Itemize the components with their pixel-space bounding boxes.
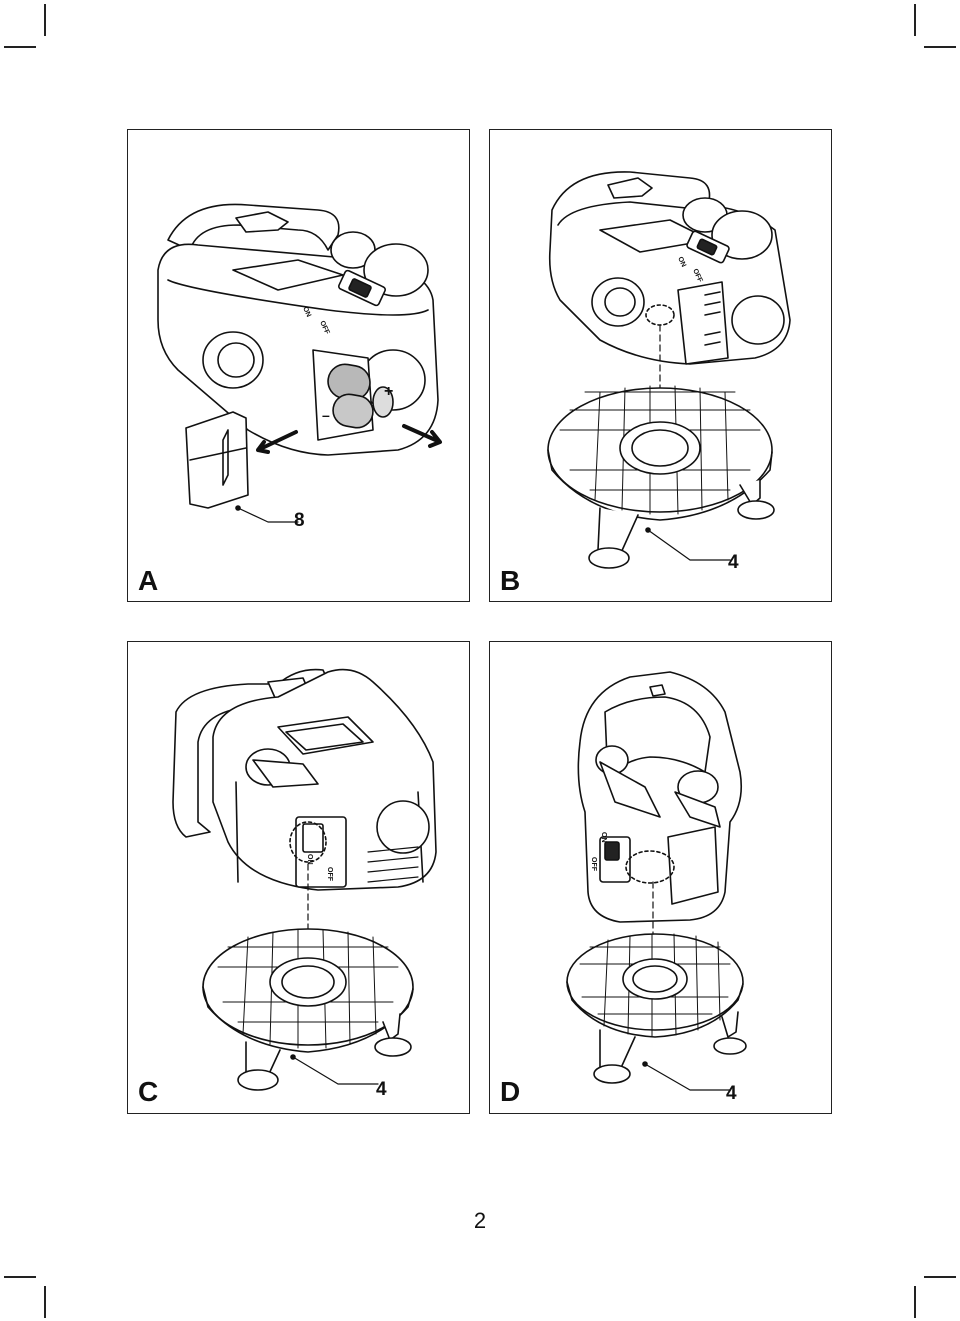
laser-level-on-base-illustration: ON OFF [547, 171, 791, 569]
crop-mark [924, 46, 956, 48]
switch-on-label: ON [301, 306, 312, 318]
switch-on-label: ON [306, 854, 313, 865]
laser-level-battery-illustration: ON OFF + – [157, 203, 442, 523]
figure-letter: A [138, 565, 159, 596]
crop-mark [914, 4, 916, 36]
callout-number: 4 [728, 552, 739, 573]
laser-level-upright-mount-illustration: ON OFF [566, 671, 747, 1091]
laser-level-side-mount-illustration: ON OFF [172, 668, 437, 1091]
battery-plus-label: + [384, 383, 393, 400]
crop-mark [914, 1286, 916, 1318]
battery-minus-label: – [322, 407, 330, 423]
crop-mark [4, 46, 36, 48]
figure-letter: D [500, 1076, 521, 1107]
figure-letter: C [138, 1076, 159, 1107]
callout-number: 4 [726, 1083, 737, 1104]
switch-on-label: ON [676, 256, 687, 268]
switch-on-label: ON [600, 832, 607, 843]
crop-mark [44, 1286, 46, 1318]
callout-number: 4 [376, 1079, 387, 1100]
switch-off-label: OFF [326, 867, 333, 882]
crop-mark [4, 1276, 36, 1278]
figure-panel-c: ON OFF 4 C [127, 641, 470, 1114]
figure-panel-d: ON OFF 4 D [489, 641, 832, 1114]
figure-panel-b: ON OFF 4 B [489, 129, 832, 602]
crop-mark [44, 4, 46, 36]
page-number: 2 [473, 1208, 487, 1233]
callout-number: 8 [294, 510, 305, 531]
figure-letter: B [500, 565, 521, 596]
crop-mark [924, 1276, 956, 1278]
figure-panel-a: ON OFF + – 8 A [127, 129, 470, 602]
switch-off-label: OFF [590, 857, 597, 872]
